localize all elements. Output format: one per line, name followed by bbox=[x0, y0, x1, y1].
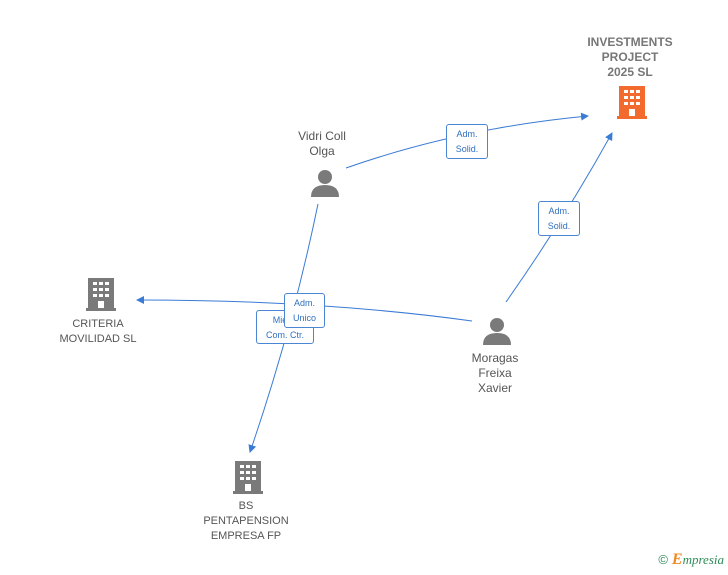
edge-badge-moragas-investments[interactable]: Adm. Solid. bbox=[538, 201, 580, 236]
node-label-line: EMPRESA FP bbox=[210, 530, 282, 542]
node-label-investments-project[interactable]: INVESTMENTS PROJECT 2025 SL bbox=[570, 35, 690, 80]
node-label-vidri-coll-olga[interactable]: Vidri Coll Olga bbox=[272, 129, 372, 159]
node-label-criteria-movilidad[interactable]: CRITERIA MOVILIDAD SL bbox=[48, 317, 148, 347]
node-label-bs-pentapension[interactable]: BS PENTAPENSION EMPRESA FP bbox=[186, 499, 306, 544]
building-icon bbox=[617, 86, 647, 119]
copyright-symbol: © bbox=[658, 552, 668, 567]
brand-initial: E bbox=[671, 551, 683, 568]
node-label-line: Freixa bbox=[478, 366, 512, 380]
building-icon bbox=[86, 278, 116, 311]
building-icon bbox=[233, 461, 263, 494]
edge-badge-line: Adm. bbox=[548, 206, 570, 216]
edge-badge-line: Solid. bbox=[547, 221, 571, 231]
node-label-line: PENTAPENSION bbox=[203, 515, 289, 527]
edge-badge-line: Com. Ctr. bbox=[265, 330, 304, 340]
node-label-line: 2025 SL bbox=[607, 65, 653, 79]
edge-badge-line: Adm. bbox=[456, 129, 478, 139]
node-label-line: BS bbox=[238, 500, 254, 512]
node-label-line: INVESTMENTS bbox=[587, 35, 673, 49]
person-icon bbox=[483, 318, 511, 345]
node-label-line: CRITERIA bbox=[72, 318, 124, 330]
node-label-line: Olga bbox=[309, 144, 335, 158]
node-label-line: Xavier bbox=[477, 381, 512, 395]
brand-name: mpresia bbox=[682, 552, 724, 567]
edge-badge-line: Unico bbox=[292, 313, 316, 323]
person-icon bbox=[311, 170, 339, 197]
node-label-line: MOVILIDAD SL bbox=[59, 333, 137, 345]
edge-badge-line: Solid. bbox=[455, 144, 479, 154]
node-label-line: Vidri Coll bbox=[298, 129, 346, 143]
node-label-line: Moragas bbox=[471, 351, 519, 365]
edge-badge-line: Adm. bbox=[293, 298, 315, 308]
edge-badge-vidri-investments[interactable]: Adm. Solid. bbox=[446, 124, 488, 159]
node-label-line: PROJECT bbox=[601, 50, 659, 64]
edge-badge-moragas-criteria[interactable]: Adm. Unico bbox=[284, 293, 325, 328]
node-label-moragas-freixa-xavier[interactable]: Moragas Freixa Xavier bbox=[455, 351, 535, 396]
empresia-watermark: ©Empresia bbox=[658, 551, 724, 569]
